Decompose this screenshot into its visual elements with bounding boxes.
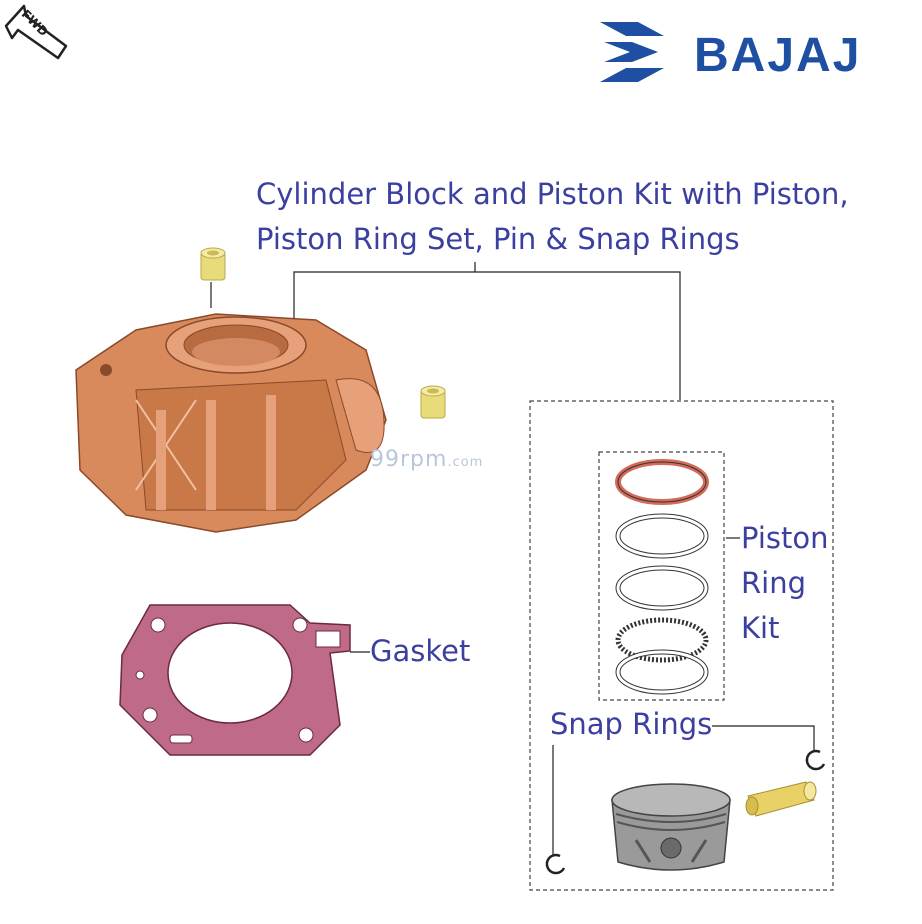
snap-ring-icon [545, 853, 566, 875]
piston-rings-icon [615, 459, 709, 695]
piston-icon [611, 783, 731, 871]
gasket-label: Gasket [370, 634, 471, 668]
piston-ring-kit-label-2: Ring [741, 566, 806, 600]
piston-pin-icon [745, 781, 817, 817]
piston-ring-kit-label-1: Piston [741, 521, 829, 555]
title-line-2: Piston Ring Set, Pin & Snap Rings [256, 222, 740, 256]
bajaj-logo-icon [600, 22, 664, 82]
dowel-pin-icon [420, 385, 446, 419]
fwd-arrow-icon: FWD [4, 4, 70, 64]
gasket-icon [119, 604, 351, 756]
dowel-pin-icon [200, 247, 226, 281]
snap-ring-icon [805, 749, 826, 771]
piston-ring-kit-label-3: Kit [741, 611, 780, 645]
snap-rings-label: Snap Rings [550, 707, 713, 741]
brand-name: BAJAJ [694, 29, 862, 82]
title-line-1: Cylinder Block and Piston Kit with Pisto… [256, 177, 849, 211]
cylinder-block-icon [75, 313, 387, 533]
watermark: 99rpm.com [370, 447, 484, 472]
